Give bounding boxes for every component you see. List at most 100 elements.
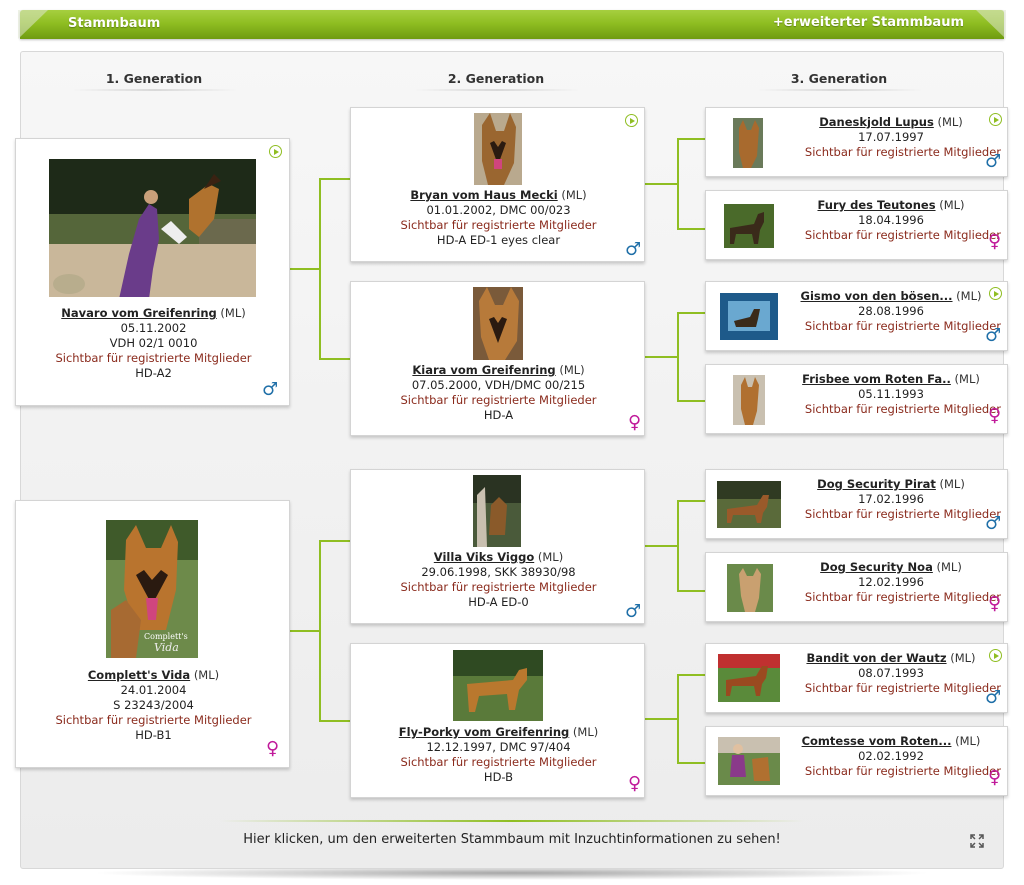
birth-date: 28.08.1996 xyxy=(858,304,924,318)
dog-card-dog-security-noa[interactable]: Dog Security Noa (ML) 12.02.1996 Sichtba… xyxy=(705,552,1008,622)
dog-card-dog-security-pirat[interactable]: Dog Security Pirat (ML) 17.02.1996 Sicht… xyxy=(705,469,1008,539)
dog-photo[interactable] xyxy=(724,204,774,248)
birth-date: 05.11.1993 xyxy=(858,387,924,401)
dog-name-link[interactable]: Gismo von den bösen... xyxy=(800,289,953,303)
dog-photo[interactable] xyxy=(720,293,778,340)
dog-card-navaro[interactable]: Navaro vom Greifenring (ML) 05.11.2002 V… xyxy=(15,138,290,406)
connector-line xyxy=(319,358,350,360)
restricted-info: Sichtbar für registrierte Mitglieder xyxy=(804,319,1001,333)
female-icon: ♀ xyxy=(988,767,1002,788)
registration-number: VDH 02/1 0010 xyxy=(109,336,198,350)
health-info: HD-B1 xyxy=(135,728,172,742)
dog-name-link[interactable]: Dog Security Noa xyxy=(820,560,933,574)
restricted-info: Sichtbar für registrierte Mitglieder xyxy=(55,713,252,727)
birth-registration: 29.06.1998, SKK 38930/98 xyxy=(421,565,576,579)
birth-date: 12.02.1996 xyxy=(858,575,924,589)
ml-label: (ML) xyxy=(937,115,963,129)
birth-date: 08.07.1993 xyxy=(858,666,924,680)
male-icon: ♂ xyxy=(625,601,642,622)
dog-photo[interactable] xyxy=(733,118,763,168)
play-circle-icon[interactable] xyxy=(989,113,1002,126)
connector-line xyxy=(319,178,321,360)
restricted-info: Sichtbar für registrierte Mitglieder xyxy=(804,507,1001,521)
connector-line xyxy=(677,674,705,676)
dog-photo[interactable] xyxy=(718,737,780,785)
dog-name-link[interactable]: Bandit von der Wautz xyxy=(806,651,947,665)
dog-card-complett-vida[interactable]: Complett's Vida Complett's Vida (ML) 24.… xyxy=(15,500,290,768)
male-icon: ♂ xyxy=(985,151,1002,172)
dog-name-link[interactable]: Kiara vom Greifenring xyxy=(412,363,556,377)
ml-label: (ML) xyxy=(936,560,962,574)
restricted-info: Sichtbar für registrierte Mitglieder xyxy=(804,228,1001,242)
dog-card-gismo[interactable]: Gismo von den bösen... (ML) 28.08.1996 S… xyxy=(705,281,1008,351)
dog-name-link[interactable]: Villa Viks Viggo xyxy=(433,550,535,564)
photo-signature-text: Vida xyxy=(154,641,179,654)
birth-registration: 07.05.2000, VDH/DMC 00/215 xyxy=(411,378,586,392)
dog-photo[interactable] xyxy=(453,650,543,721)
generation-3-heading: 3. Generation xyxy=(790,71,888,86)
dog-card-kiara[interactable]: Kiara vom Greifenring (ML) 07.05.2000, V… xyxy=(350,281,645,436)
expand-icon[interactable] xyxy=(970,833,984,848)
ml-label: (ML) xyxy=(537,550,564,564)
ml-label: (ML) xyxy=(220,306,246,320)
dog-card-fly-porky[interactable]: Fly-Porky vom Greifenring (ML) 12.12.199… xyxy=(350,643,645,798)
connector-line xyxy=(290,630,320,632)
ml-label: (ML) xyxy=(572,725,599,739)
birth-date: 17.02.1996 xyxy=(858,492,924,506)
dog-card-bryan[interactable]: Bryan vom Haus Mecki (ML) 01.01.2002, DM… xyxy=(350,107,645,262)
health-info: HD-A2 xyxy=(135,366,172,380)
pedigree-title: Stammbaum xyxy=(68,16,161,31)
registration-number: S 23243/2004 xyxy=(113,698,194,712)
male-icon: ♂ xyxy=(985,687,1002,708)
dog-card-comtesse[interactable]: Comtesse vom Roten... (ML) 02.02.1992 Si… xyxy=(705,726,1008,796)
dog-name-link[interactable]: Dog Security Pirat xyxy=(817,477,936,491)
play-circle-icon[interactable] xyxy=(625,114,638,127)
dog-photo[interactable] xyxy=(733,375,765,425)
dog-card-fury-des-teutones[interactable]: Fury des Teutones (ML) 18.04.1996 Sichtb… xyxy=(705,190,1008,260)
restricted-info: Sichtbar für registrierte Mitglieder xyxy=(400,755,597,769)
dog-photo[interactable] xyxy=(473,475,521,547)
ml-label: (ML) xyxy=(561,188,587,202)
restricted-info: Sichtbar für registrierte Mitglieder xyxy=(804,681,1001,695)
dog-name-link[interactable]: Navaro vom Greifenring xyxy=(61,306,217,320)
extended-pedigree-link[interactable]: +erweiterter Stammbaum xyxy=(772,15,964,30)
dog-photo[interactable] xyxy=(49,159,256,297)
play-circle-icon[interactable] xyxy=(269,145,282,158)
female-icon: ♀ xyxy=(988,231,1002,252)
extended-pedigree-footer-link[interactable]: Hier klicken, um den erweiterten Stammba… xyxy=(243,832,781,847)
footer-divider xyxy=(220,820,804,822)
dog-name-link[interactable]: Daneskjold Lupus xyxy=(819,115,934,129)
dog-name-link[interactable]: Fly-Porky vom Greifenring xyxy=(398,725,570,739)
dog-card-bandit[interactable]: Bandit von der Wautz (ML) 08.07.1993 Sic… xyxy=(705,643,1008,713)
connector-line xyxy=(677,400,705,402)
dog-card-daneskjold-lupus[interactable]: Daneskjold Lupus (ML) 17.07.1997 Sichtba… xyxy=(705,107,1008,177)
dog-name-link[interactable]: Complett's Vida xyxy=(87,668,191,682)
ml-label: (ML) xyxy=(956,289,982,303)
divider xyxy=(755,89,925,91)
dog-photo[interactable] xyxy=(474,113,522,185)
dog-photo[interactable] xyxy=(473,287,523,360)
restricted-info: Sichtbar für registrierte Mitglieder xyxy=(400,218,597,232)
dog-photo[interactable] xyxy=(718,654,780,702)
dog-photo[interactable] xyxy=(717,481,781,528)
dog-photo[interactable] xyxy=(727,564,773,612)
connector-line xyxy=(319,540,321,722)
dog-name-link[interactable]: Comtesse vom Roten... xyxy=(801,734,952,748)
play-circle-icon[interactable] xyxy=(989,287,1002,300)
play-circle-icon[interactable] xyxy=(989,649,1002,662)
dog-name-link[interactable]: Bryan vom Haus Mecki xyxy=(410,188,558,202)
dog-name-link[interactable]: Frisbee vom Roten Fa.. xyxy=(802,372,951,386)
health-info: HD-A ED-0 xyxy=(468,595,529,609)
dog-name-link[interactable]: Fury des Teutones xyxy=(817,198,936,212)
dog-photo[interactable]: Complett's Vida xyxy=(106,520,198,658)
connector-line xyxy=(290,268,320,270)
ml-label: (ML) xyxy=(954,372,980,386)
generation-2-heading: 2. Generation xyxy=(447,71,545,86)
connector-line xyxy=(645,183,678,185)
health-info: HD-A xyxy=(483,408,514,422)
divider xyxy=(412,89,582,91)
dog-card-villa-viks-viggo[interactable]: Villa Viks Viggo (ML) 29.06.1998, SKK 38… xyxy=(350,469,645,624)
male-icon: ♂ xyxy=(985,513,1002,534)
dog-card-frisbee[interactable]: Frisbee vom Roten Fa.. (ML) 05.11.1993 S… xyxy=(705,364,1008,434)
restricted-info: Sichtbar für registrierte Mitglieder xyxy=(804,145,1001,159)
